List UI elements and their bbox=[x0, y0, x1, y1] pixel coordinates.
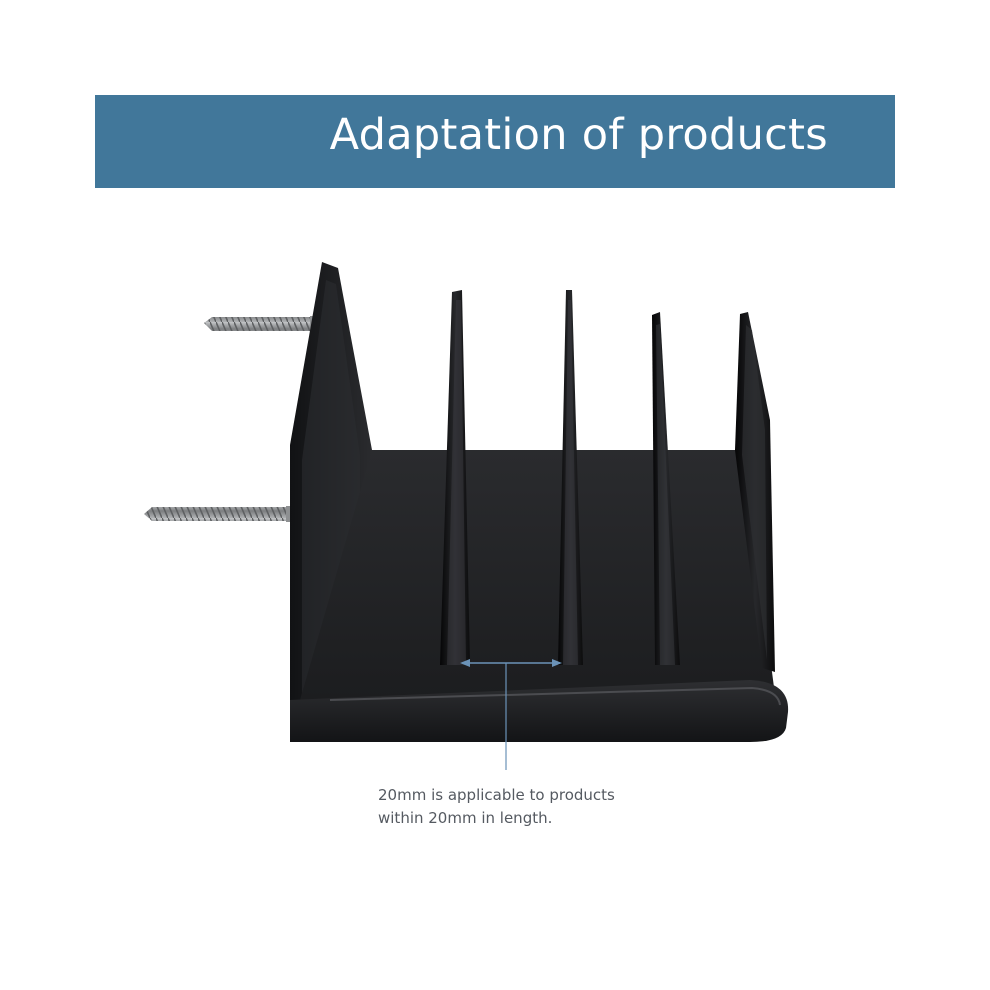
screw-top bbox=[204, 316, 320, 332]
caption-line-2: within 20mm in length. bbox=[378, 809, 553, 827]
divider-3 bbox=[652, 312, 680, 665]
base-front bbox=[290, 680, 789, 742]
caption-line-1: 20mm is applicable to products bbox=[378, 786, 615, 804]
divider-1 bbox=[440, 290, 470, 665]
measurement-arrow bbox=[460, 659, 562, 770]
screw-bottom bbox=[144, 506, 296, 522]
divider-2 bbox=[558, 290, 583, 665]
title-banner: Adaptation of products bbox=[95, 95, 895, 188]
caption: 20mm is applicable to products within 20… bbox=[378, 784, 698, 830]
divider-4 bbox=[735, 312, 775, 672]
banner-title: Adaptation of products bbox=[329, 110, 828, 160]
